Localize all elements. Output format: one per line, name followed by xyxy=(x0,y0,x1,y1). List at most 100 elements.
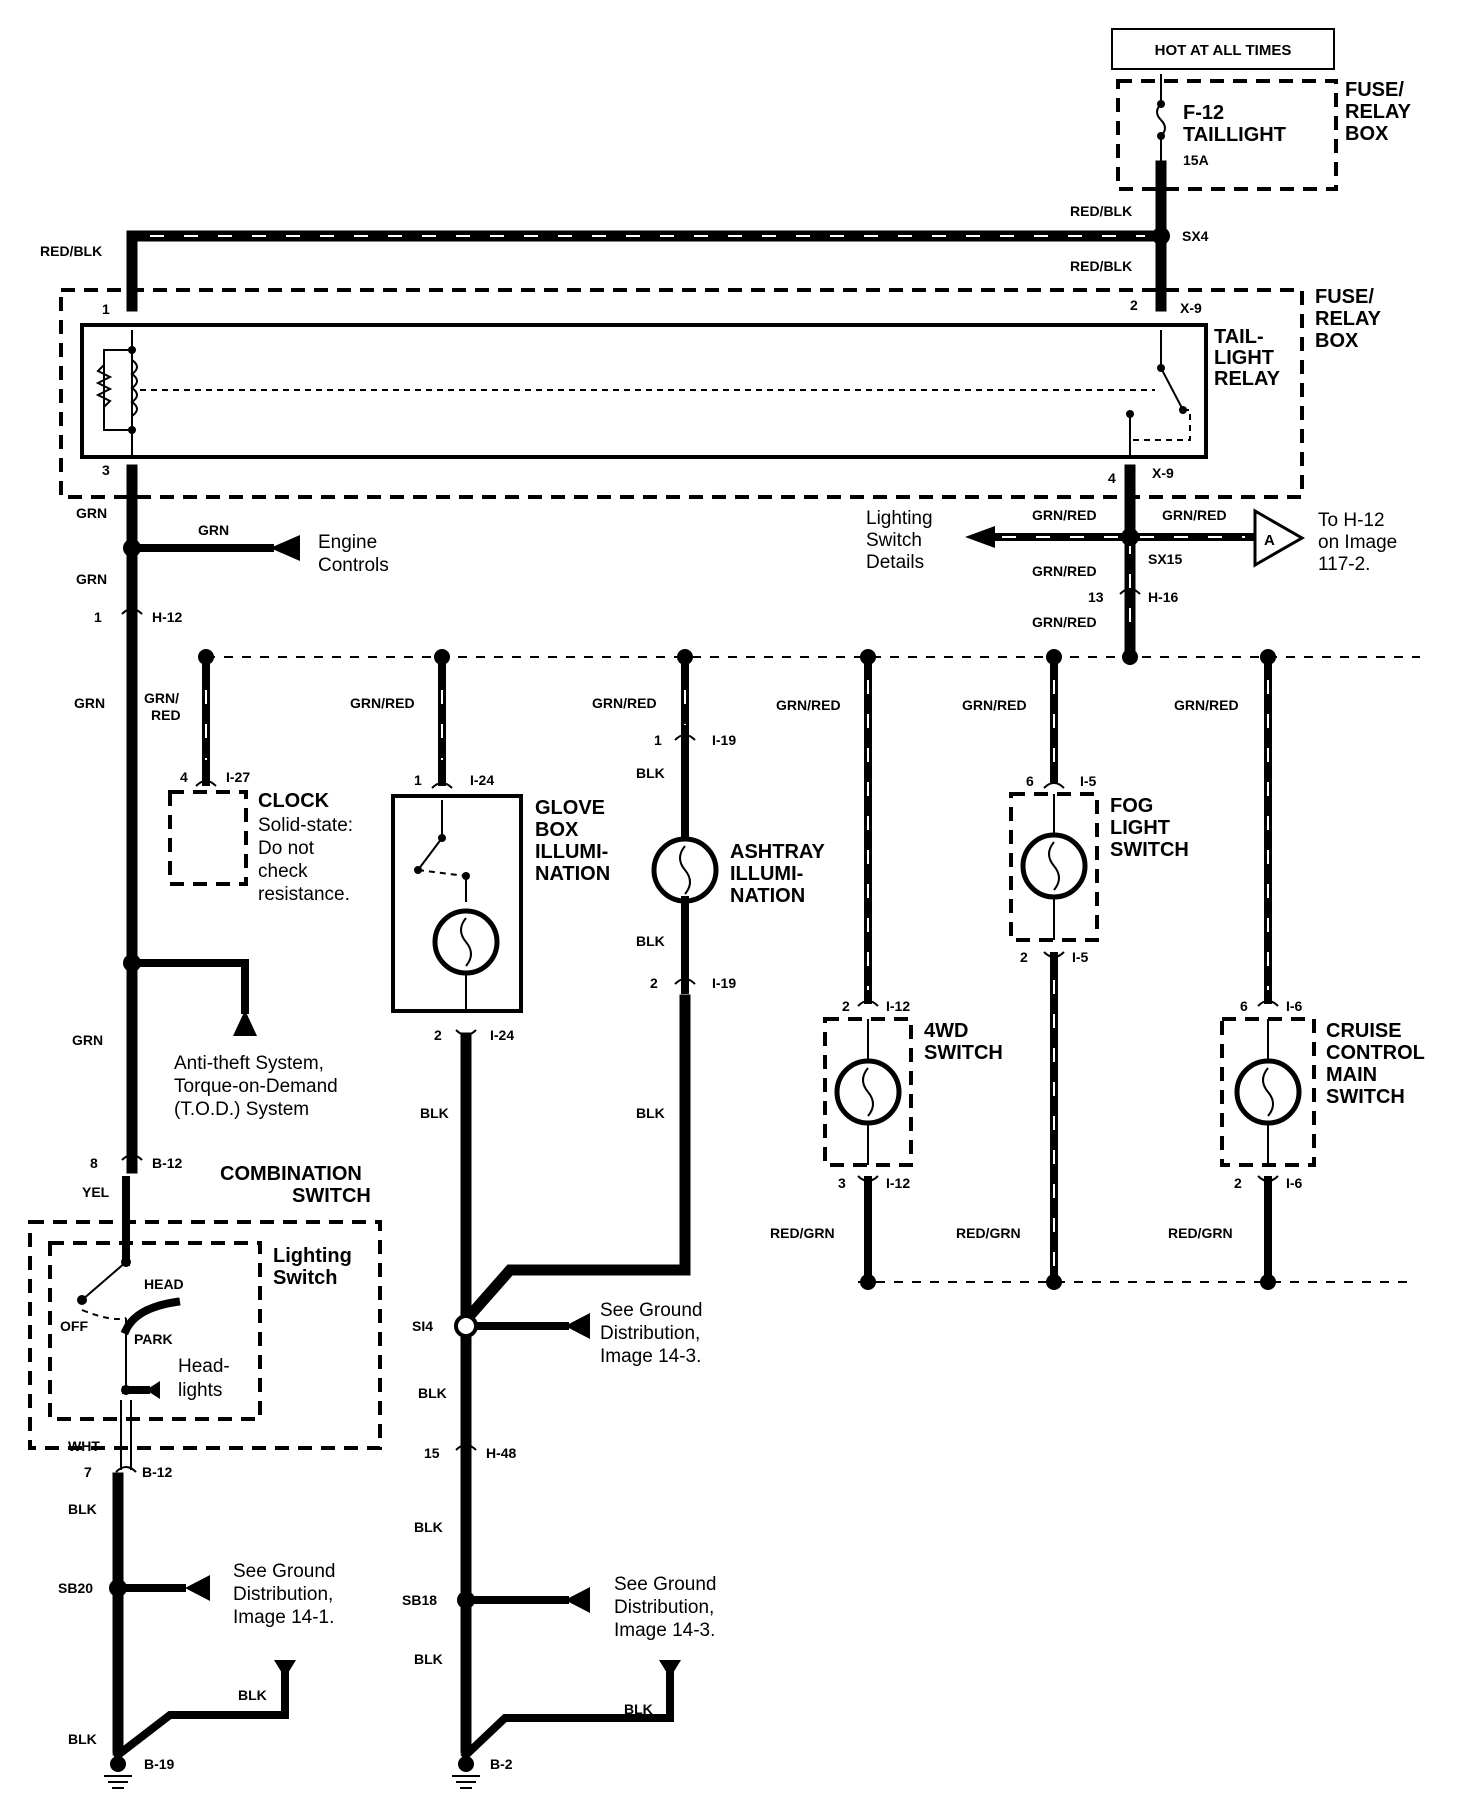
clock-box xyxy=(168,790,248,886)
switch-off: OFF xyxy=(60,1318,88,1334)
conn-i24-pin-a: 1 xyxy=(414,772,422,788)
relay-box-title-1: FUSE/ xyxy=(1315,286,1374,308)
conn-h12-label: H-12 xyxy=(152,609,183,625)
conn-i19-label-b: I-19 xyxy=(712,975,736,991)
wire-label-4wd-red-grn: RED/GRN xyxy=(770,1225,835,1241)
wire-label-grn-e: GRN xyxy=(72,1032,103,1048)
ground-sb18-3: Image 14-3. xyxy=(614,1620,715,1641)
lighting-details-1: Lighting xyxy=(866,508,933,529)
fog-label-1: FOG xyxy=(1110,795,1153,817)
wire-label-fog-red-grn: RED/GRN xyxy=(956,1225,1021,1241)
cruise-switch-lamp xyxy=(1234,1019,1302,1165)
wire-label-red-blk-1: RED/BLK xyxy=(1070,203,1132,219)
anti-theft-arrow xyxy=(233,1010,257,1036)
fuse-relay-box-main xyxy=(59,288,1304,499)
splice-sx4-label: SX4 xyxy=(1182,228,1209,244)
wire-label-clock-2: RED xyxy=(151,707,181,723)
wire-label-cruise-red-grn: RED/GRN xyxy=(1168,1225,1233,1241)
conn-i24-label-b: I-24 xyxy=(490,1027,514,1043)
ashtray-label-3: NATION xyxy=(730,885,805,907)
conn-h48-label: H-48 xyxy=(486,1445,517,1461)
fog-light-lamp xyxy=(1020,794,1088,940)
lighting-details-3: Details xyxy=(866,552,924,573)
relay-conn-x9-a: X-9 xyxy=(1180,300,1202,316)
splice-sb18-label: SB18 xyxy=(402,1592,437,1608)
hot-at-all-times-box xyxy=(1111,28,1335,70)
ground-sb20-2: Distribution, xyxy=(233,1584,333,1605)
grn-red-feed xyxy=(986,464,1254,658)
glove-box-switch-lamp xyxy=(414,800,500,1010)
conn-i19-pin-b: 2 xyxy=(650,975,658,991)
relay-pin-4: 4 xyxy=(1108,470,1116,486)
engine-controls-1: Engine xyxy=(318,532,377,553)
conn-i6-label-b: I-6 xyxy=(1286,1175,1303,1191)
wire-label-ashtray-blk-a: BLK xyxy=(636,765,665,781)
conn-i12-label-b: I-12 xyxy=(886,1175,910,1191)
ground-b19-symbol xyxy=(104,1756,132,1789)
wire-label-grn-red-d: GRN/RED xyxy=(1032,614,1097,630)
ground-sb18-1: See Ground xyxy=(614,1574,716,1595)
wire-label-4wd-grn-red: GRN/RED xyxy=(776,697,841,713)
combination-switch-box xyxy=(28,1220,382,1450)
anti-theft-tap xyxy=(128,959,249,1014)
clock-title: CLOCK xyxy=(258,790,330,812)
ground-si4-3: Image 14-3. xyxy=(600,1346,701,1367)
wire-label-yel: YEL xyxy=(82,1184,110,1200)
ashtray-label-2: ILLUMI- xyxy=(730,863,803,885)
wire-label-ashtray-blk-c: BLK xyxy=(636,1105,665,1121)
wire-label-blk-b: BLK xyxy=(238,1687,267,1703)
ashtray-lamp xyxy=(651,836,719,904)
conn-i12-pin-a: 2 xyxy=(842,998,850,1014)
wire-label-fog-grn-red: GRN/RED xyxy=(962,697,1027,713)
relay-box-title-2: RELAY xyxy=(1315,308,1382,330)
relay-conn-x9-b: X-9 xyxy=(1152,465,1174,481)
glove-label-3: ILLUMI- xyxy=(535,841,608,863)
splice-sx15-label: SX15 xyxy=(1148,551,1182,567)
cruise-label-4: SWITCH xyxy=(1326,1086,1405,1108)
to-h12-marker xyxy=(1253,508,1306,568)
splice-sx15 xyxy=(1121,528,1139,546)
4wd-label-2: SWITCH xyxy=(924,1042,1003,1064)
clock-line-1: Solid-state: xyxy=(258,815,353,836)
splice-sx4 xyxy=(1152,227,1170,245)
ground-si4-1: See Ground xyxy=(600,1300,702,1321)
fog-label-3: SWITCH xyxy=(1110,839,1189,861)
wire-label-blk-e: BLK xyxy=(418,1385,447,1401)
wire-label-wht: WHT xyxy=(68,1438,100,1454)
relay-box-title-3: BOX xyxy=(1315,330,1359,352)
cruise-label-1: CRUISE xyxy=(1326,1020,1402,1042)
anti-theft-1: Anti-theft System, xyxy=(174,1053,324,1074)
wire-label-blk-d: BLK xyxy=(420,1105,449,1121)
wire-label-ashtray-grn-red: GRN/RED xyxy=(592,695,657,711)
splice-sb20-label: SB20 xyxy=(58,1580,93,1596)
conn-i5-label-b: I-5 xyxy=(1072,949,1089,965)
anti-theft-2: Torque-on-Demand xyxy=(174,1076,338,1097)
engine-controls-2: Controls xyxy=(318,555,389,576)
splice-si4-label: SI4 xyxy=(412,1318,433,1334)
wire-label-grn-red-c: GRN/RED xyxy=(1032,563,1097,579)
glove-box-illumination xyxy=(391,794,523,1013)
4wd-switch-box xyxy=(823,1017,913,1167)
fog-label-2: LIGHT xyxy=(1110,817,1170,839)
combination-title-1: COMBINATION xyxy=(220,1163,362,1185)
cruise-label-2: CONTROL xyxy=(1326,1042,1425,1064)
wire-label-grn-d: GRN xyxy=(74,695,105,711)
relay-pin-1: 1 xyxy=(102,301,110,317)
lighting-switch-contacts xyxy=(77,1176,181,1399)
ground-sb20-3: Image 14-1. xyxy=(233,1607,334,1628)
switch-headlights-1: Head- xyxy=(178,1356,230,1377)
ground-sb20-1: See Ground xyxy=(233,1561,335,1582)
fuse-f12-symbol xyxy=(1156,74,1166,166)
glove-label-2: BOX xyxy=(535,819,579,841)
conn-b12-label-b: B-12 xyxy=(142,1464,173,1480)
conn-h12-pin: 1 xyxy=(94,609,102,625)
ground-si4-2: Distribution, xyxy=(600,1323,700,1344)
wire-label-red-blk-2: RED/BLK xyxy=(40,243,102,259)
conn-i5-pin-a: 6 xyxy=(1026,773,1034,789)
lighting-details-2: Switch xyxy=(866,530,922,551)
conn-i27-pin: 4 xyxy=(180,769,188,785)
relay-contacts xyxy=(1126,330,1191,456)
wire-label-grn-red-b: GRN/RED xyxy=(1162,507,1227,523)
conn-i27-label: I-27 xyxy=(226,769,250,785)
